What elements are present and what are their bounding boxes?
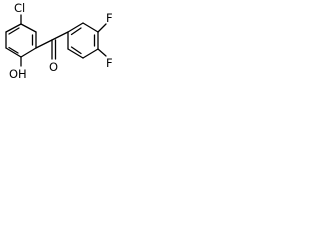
atom-label-carbonyl-oxygen: O [49, 60, 58, 74]
bond-left-ring-4 [5, 47, 22, 58]
bond-left-ring-6 [5, 23, 22, 33]
bond-to-fluorine-bottom [97, 48, 107, 57]
atom-label-fluorine-bottom: F [106, 56, 113, 70]
bond-right-ring-5 [67, 48, 84, 59]
bond-left-ring-double-3 [8, 27, 20, 35]
bond-left-ring-3 [20, 47, 37, 58]
bond-right-ring-2 [82, 22, 99, 33]
atom-label-chlorine: Cl [14, 1, 25, 15]
bond-left-ring-double-2 [8, 46, 19, 54]
bond-right-ring-double-1 [70, 27, 82, 36]
bond-right-ring-1 [67, 22, 84, 33]
bond-carbonyl-to-right-ring [51, 31, 69, 41]
bond-ring-to-carbonyl [35, 39, 53, 49]
bond-left-ring-1 [20, 23, 37, 33]
atom-label-fluorine-top: F [106, 11, 113, 25]
chemical-structure-diagram: Cl OH O F F [5, 1, 113, 81]
left-benzene-ring [5, 23, 37, 58]
bond-right-ring-double-3 [70, 46, 82, 55]
atom-label-hydroxyl: OH [9, 67, 27, 81]
right-benzene-ring [67, 22, 99, 59]
bond-to-fluorine-top [97, 23, 107, 33]
bond-right-ring-4 [82, 48, 99, 59]
